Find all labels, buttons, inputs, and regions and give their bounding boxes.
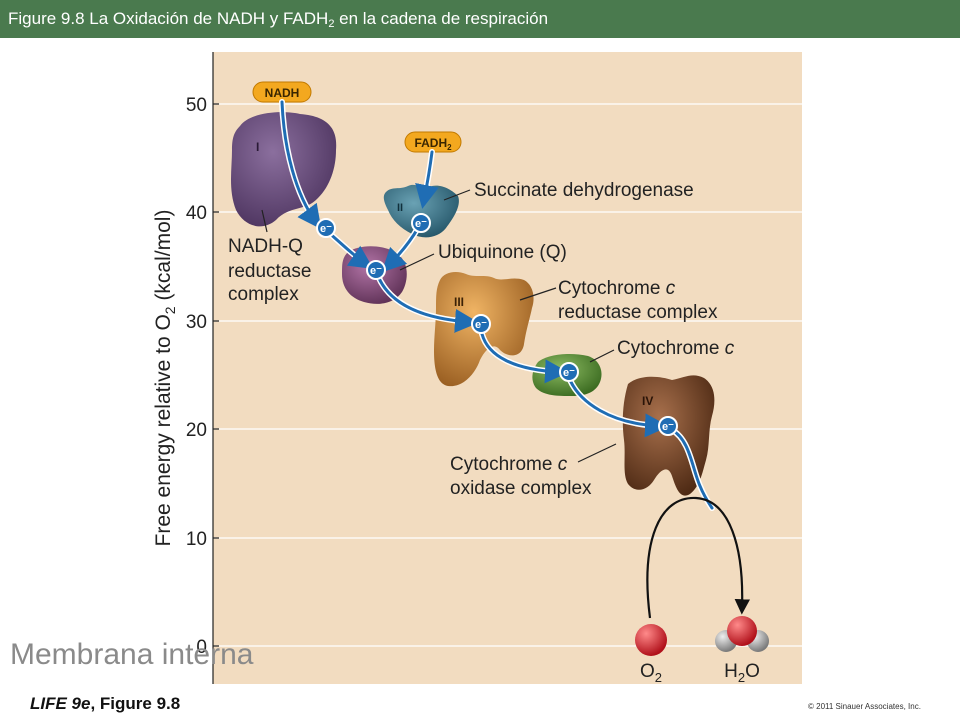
y-tick-label: 0 [196,637,207,658]
slide-title: Figure 9.8 La Oxidación de NADH y FADH2 … [8,9,549,30]
electron-label: e⁻ [662,421,674,433]
y-tick-label: 10 [186,529,207,550]
y-axis-tick-labels: 50 40 30 20 10 0 [186,95,207,658]
fadh2-badge-label: FADH2 [414,136,452,152]
electron-marker: e⁻ [471,314,491,334]
y-axis-label: Free energy relative to O2 (kcal/mol) [152,210,178,547]
nadh-badge-label: NADH [265,86,300,100]
leader-lines [261,189,617,463]
copyright-notice: © 2011 Sinauer Associates, Inc. [808,702,921,711]
title-bar: Figure 9.8 La Oxidación de NADH y FADH2 … [0,0,960,38]
y-tick-label: 20 [186,420,207,441]
complex-i-label: I [256,140,259,154]
nadhq-label-line2: reductase [228,261,311,282]
cytc-reductase-label-line1: Cytochrome c [558,278,676,299]
structure-labels: NADH-Q reductase complex Succinate dehyd… [228,180,735,499]
h2o-label: H2O [724,661,760,685]
figure-caption: LIFE 9e, Figure 9.8 [30,694,181,713]
o2-label: O2 [640,661,662,685]
cytc-oxidase-label-line1: Cytochrome c [450,454,568,475]
electron-label: e⁻ [415,218,427,230]
y-axis-ticks [213,103,219,647]
cytc-reductase-label-line2: reductase complex [558,302,718,323]
electron-marker: e⁻ [559,362,579,382]
reduction-arrow [646,496,750,619]
y-tick-label: 40 [186,203,207,224]
nadhq-label-line1: NADH-Q [228,236,303,257]
o2-molecule [635,624,667,656]
electron-label: e⁻ [370,265,382,277]
complex-iii-label: III [454,295,464,309]
cytc-oxidase-label-line2: oxidase complex [450,478,592,499]
ubiquinone-label: Ubiquinone (Q) [438,242,567,263]
electron-flow-arrows [280,100,714,510]
electron-marker: e⁻ [658,416,678,436]
y-tick-label: 30 [186,312,207,333]
electron-label: e⁻ [320,223,332,235]
electron-marker: e⁻ [411,213,431,233]
membrane-overlay-label: Membrana interna [10,638,254,671]
y-tick-label: 50 [186,95,207,116]
complex-i-shape [231,112,337,227]
electron-label: e⁻ [475,319,487,331]
electron-label: e⁻ [563,367,575,379]
complex-iv-label: IV [642,394,653,408]
complex-ii-shape [383,184,459,238]
cytochrome-c-label: Cytochrome c [617,338,735,359]
electron-marker: e⁻ [366,260,386,280]
complex-ii-label: II [397,202,403,214]
nadhq-label-line3: complex [228,284,299,305]
h2o-molecule [715,616,769,652]
succinate-label: Succinate dehydrogenase [474,180,694,201]
electron-markers: e⁻ e⁻ e⁻ e⁻ e⁻ e⁻ [316,213,678,436]
electron-marker: e⁻ [316,218,336,238]
